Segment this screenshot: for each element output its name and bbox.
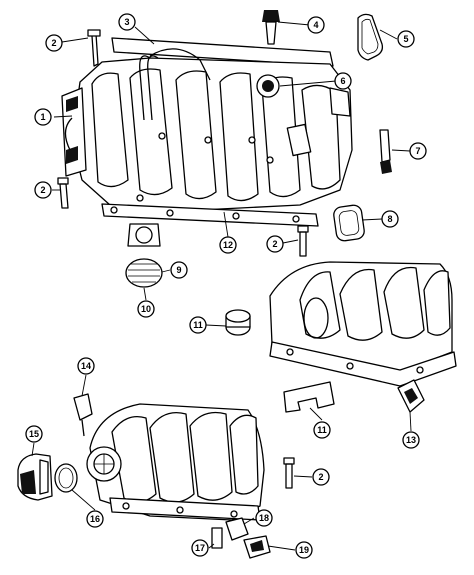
fastener-bolt-item-2-bottom bbox=[283, 457, 295, 489]
callout-12-label: 12 bbox=[223, 240, 233, 250]
connector-item-13 bbox=[397, 379, 425, 413]
callout-7-label: 7 bbox=[415, 146, 420, 156]
lower-intake-manifold-right bbox=[269, 261, 457, 387]
intake-manifold-lower-assembly bbox=[86, 403, 265, 521]
callout-16: 16 bbox=[86, 510, 104, 528]
callouts: 1 2 2 2 2 3 4 5 6 7 8 9 10 11 11 12 13 1… bbox=[25, 13, 427, 559]
fastener-bolt-item-2-lower bbox=[297, 225, 309, 257]
callout-18: 18 bbox=[255, 509, 273, 527]
callout-17-label: 17 bbox=[195, 543, 205, 553]
callout-10-label: 10 bbox=[141, 304, 151, 314]
callout-1: 1 bbox=[34, 108, 52, 126]
sensor-item-7 bbox=[379, 129, 392, 174]
callout-16-label: 16 bbox=[90, 514, 100, 524]
gasket-item-5 bbox=[357, 13, 384, 61]
callout-10: 10 bbox=[137, 300, 155, 318]
gasket-item-16 bbox=[54, 463, 78, 493]
callout-19-label: 19 bbox=[299, 545, 309, 555]
callout-14-label: 14 bbox=[81, 361, 91, 371]
callout-4-label: 4 bbox=[313, 20, 318, 30]
callout-2-label: 2 bbox=[272, 239, 277, 249]
callout-11-label: 11 bbox=[193, 320, 203, 330]
callout-8: 8 bbox=[381, 210, 399, 228]
callout-9-label: 9 bbox=[176, 265, 181, 275]
sensor-item-10 bbox=[127, 223, 161, 247]
callout-12: 12 bbox=[219, 236, 237, 254]
callout-9: 9 bbox=[170, 261, 188, 279]
callout-2-label: 2 bbox=[40, 185, 45, 195]
upper-intake-manifold bbox=[61, 37, 353, 227]
callout-5-label: 5 bbox=[403, 34, 408, 44]
bracket-item-11 bbox=[283, 381, 335, 413]
callout-2: 2 bbox=[312, 468, 330, 486]
plug-item-11 bbox=[225, 309, 251, 336]
connector-item-19 bbox=[243, 535, 271, 559]
callout-15-label: 15 bbox=[29, 429, 39, 439]
throttle-body-item-15 bbox=[17, 453, 53, 501]
callout-2-label: 2 bbox=[318, 472, 323, 482]
callout-2: 2 bbox=[266, 235, 284, 253]
callout-4: 4 bbox=[307, 16, 325, 34]
callout-17: 17 bbox=[191, 539, 209, 557]
sensor-item-14 bbox=[73, 393, 93, 437]
callout-5: 5 bbox=[397, 30, 415, 48]
callout-15: 15 bbox=[25, 425, 43, 443]
callout-11: 11 bbox=[189, 316, 207, 334]
sensor-item-18 bbox=[225, 517, 249, 541]
sensor-item-4 bbox=[262, 10, 280, 45]
cap-item-9 bbox=[125, 258, 163, 288]
callout-18-label: 18 bbox=[259, 513, 269, 523]
callout-6-label: 6 bbox=[340, 76, 345, 86]
callout-2: 2 bbox=[45, 34, 63, 52]
callout-13-label: 13 bbox=[406, 435, 416, 445]
callout-8-label: 8 bbox=[387, 214, 392, 224]
callout-3: 3 bbox=[118, 13, 136, 31]
callout-7: 7 bbox=[409, 142, 427, 160]
fastener-bolt-left-middle bbox=[57, 177, 69, 209]
leader-lines bbox=[31, 21, 412, 551]
callout-2-label: 2 bbox=[51, 38, 56, 48]
gasket-item-8 bbox=[333, 204, 365, 242]
callout-13: 13 bbox=[402, 431, 420, 449]
fastener-bolt-top-left bbox=[87, 29, 101, 67]
callout-3-label: 3 bbox=[124, 17, 129, 27]
callout-1-label: 1 bbox=[40, 112, 45, 122]
connector-item-17 bbox=[211, 527, 223, 549]
callout-14: 14 bbox=[77, 357, 95, 375]
callout-6: 6 bbox=[334, 72, 352, 90]
callout-11-label: 11 bbox=[317, 425, 327, 435]
callout-19: 19 bbox=[295, 541, 313, 559]
callout-11: 11 bbox=[313, 421, 331, 439]
callout-2: 2 bbox=[34, 181, 52, 199]
